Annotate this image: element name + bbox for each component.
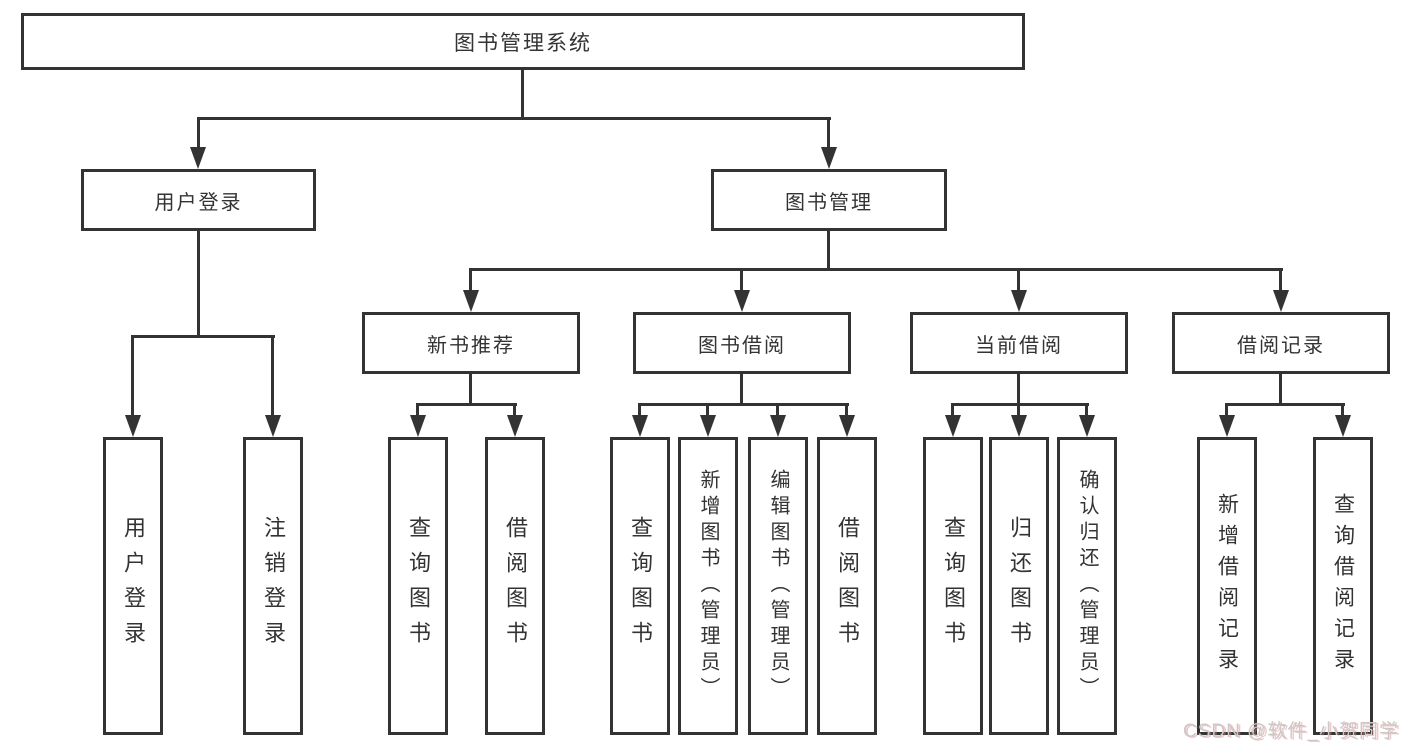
leaf-borrow-borrow-book: 借阅图书 (817, 437, 877, 735)
watermark: CSDN @软件_小贺同学 (1183, 721, 1399, 742)
connector-line (197, 117, 831, 120)
node-borrow-records-label: 借阅记录 (1237, 334, 1325, 357)
arrowhead-icon (190, 147, 206, 169)
leaf-current-return: 归还图书 (989, 437, 1049, 735)
node-current-borrow-label: 当前借阅 (975, 334, 1063, 357)
leaf-user-login: 用户登录 (103, 437, 163, 735)
node-book-management-label: 图书管理 (785, 191, 873, 214)
connector-line (951, 403, 1089, 406)
leaf-borrow-borrow-book-label: 借阅图书 (835, 516, 860, 656)
leaf-record-add-label: 新增借阅记录 (1215, 493, 1239, 679)
leaf-record-query: 查询借阅记录 (1313, 437, 1373, 735)
node-current-borrow: 当前借阅 (910, 312, 1128, 374)
leaf-newbook-borrow-label: 借阅图书 (503, 516, 528, 656)
leaf-user-login-label: 用户登录 (121, 516, 146, 656)
node-root-label: 图书管理系统 (454, 31, 592, 55)
connector-line (469, 268, 1283, 271)
connector-line (1225, 405, 1228, 417)
connector-line (1225, 403, 1345, 406)
leaf-borrow-query: 查询图书 (610, 437, 670, 735)
arrowhead-icon (945, 415, 961, 437)
connector-line (1341, 405, 1344, 417)
arrowhead-icon (1219, 415, 1235, 437)
node-user-login-label: 用户登录 (154, 191, 243, 214)
connector-line (197, 231, 200, 337)
leaf-current-query: 查询图书 (923, 437, 983, 735)
connector-line (1017, 374, 1020, 405)
connector-line (951, 405, 954, 417)
arrowhead-icon (821, 147, 837, 169)
connector-line (469, 270, 472, 292)
node-user-login: 用户登录 (81, 169, 316, 231)
leaf-current-return-label: 归还图书 (1007, 516, 1032, 656)
leaf-logout-label: 注销登录 (261, 516, 286, 656)
arrowhead-icon (125, 415, 141, 437)
connector-line (827, 231, 830, 270)
arrowhead-icon (1011, 290, 1027, 312)
connector-line (1085, 405, 1088, 417)
connector-line (827, 119, 830, 151)
connector-line (1017, 405, 1020, 417)
connector-line (740, 374, 743, 405)
node-new-book-recommend: 新书推荐 (362, 312, 580, 374)
connector-line (469, 374, 472, 405)
connector-line (638, 405, 641, 417)
leaf-borrow-edit-book-label: 编辑图书（管理员） (767, 469, 789, 703)
node-root: 图书管理系统 (21, 13, 1025, 70)
connector-line (740, 270, 743, 292)
node-book-management: 图书管理 (711, 169, 947, 231)
arrowhead-icon (839, 415, 855, 437)
leaf-newbook-borrow: 借阅图书 (485, 437, 545, 735)
arrowhead-icon (1335, 415, 1351, 437)
connector-line (706, 405, 709, 417)
arrowhead-icon (463, 290, 479, 312)
arrowhead-icon (410, 415, 426, 437)
connector-line (131, 337, 134, 419)
connector-line (131, 335, 275, 338)
connector-line (521, 69, 524, 119)
leaf-newbook-query-label: 查询图书 (406, 516, 431, 656)
leaf-borrow-edit-book: 编辑图书（管理员） (748, 437, 808, 735)
connector-line (776, 405, 779, 417)
node-borrow-records: 借阅记录 (1172, 312, 1390, 374)
leaf-record-add: 新增借阅记录 (1197, 437, 1257, 735)
connector-line (1279, 270, 1282, 292)
connector-line (845, 405, 848, 417)
arrowhead-icon (734, 290, 750, 312)
leaf-borrow-add-book-label: 新增图书（管理员） (697, 469, 719, 703)
arrowhead-icon (770, 415, 786, 437)
node-book-borrow: 图书借阅 (633, 312, 851, 374)
leaf-newbook-query: 查询图书 (388, 437, 448, 735)
leaf-borrow-add-book: 新增图书（管理员） (678, 437, 738, 735)
connector-line (416, 403, 517, 406)
arrowhead-icon (700, 415, 716, 437)
arrowhead-icon (1273, 290, 1289, 312)
leaf-current-query-label: 查询图书 (941, 516, 966, 656)
connector-line (1017, 270, 1020, 292)
arrowhead-icon (265, 415, 281, 437)
connector-line (271, 337, 274, 419)
arrowhead-icon (1011, 415, 1027, 437)
arrowhead-icon (507, 415, 523, 437)
leaf-logout: 注销登录 (243, 437, 303, 735)
leaf-current-confirm-return-label: 确认归还（管理员） (1076, 469, 1098, 703)
connector-line (1279, 374, 1282, 405)
leaf-borrow-query-label: 查询图书 (628, 516, 653, 656)
leaf-current-confirm-return: 确认归还（管理员） (1057, 437, 1117, 735)
node-book-borrow-label: 图书借阅 (698, 334, 786, 357)
node-new-book-recommend-label: 新书推荐 (427, 334, 515, 357)
arrowhead-icon (1079, 415, 1095, 437)
connector-line (638, 403, 849, 406)
connector-line (416, 405, 419, 417)
connector-line (197, 119, 200, 151)
arrowhead-icon (632, 415, 648, 437)
connector-line (513, 405, 516, 417)
leaf-record-query-label: 查询借阅记录 (1331, 493, 1355, 679)
